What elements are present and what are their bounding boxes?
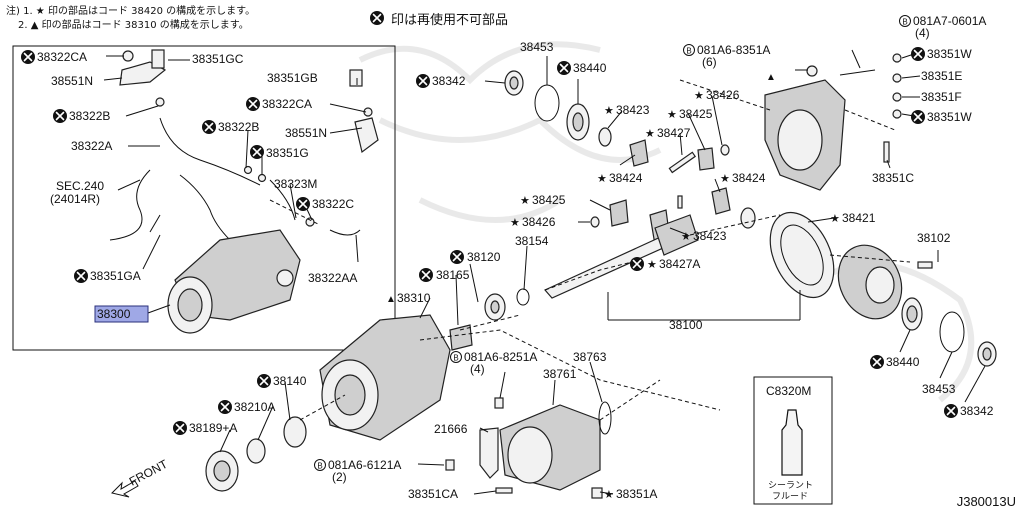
sealant-box: C8320M シーラント フルード	[753, 376, 833, 505]
star-38351A: ★	[604, 489, 614, 501]
label-38551N-b: 38551N	[285, 126, 327, 140]
star-38425-a: ★	[667, 109, 677, 121]
star-38424-b: ★	[720, 173, 730, 185]
label-38351F: 38351F	[921, 90, 962, 104]
note-line-1: 注) 1. ★ 印の部品はコード 38420 の構成を示します。	[6, 6, 256, 17]
label-38440-a: 38440	[573, 61, 607, 75]
label-38351C: 38351C	[872, 171, 914, 185]
sealant-jp-2: フルード	[772, 492, 808, 502]
label-38322C: 38322C	[312, 197, 354, 211]
label-38154: 38154	[515, 234, 549, 248]
label-38189A: 38189+A	[189, 421, 237, 435]
dashed-guides	[269, 79, 911, 421]
label-sec240: SEC.240	[56, 179, 104, 193]
label-38453-a: 38453	[520, 40, 554, 54]
legend-text: 印は再使用不可部品	[391, 13, 509, 28]
left-assembly	[109, 49, 379, 334]
triangle-38310: ▲	[386, 294, 396, 305]
label-081A6-8251A-qty: (4)	[470, 362, 485, 376]
label-38421: 38421	[842, 211, 876, 225]
label-38300: 38300	[97, 307, 131, 321]
triangle-cover-marker: ▲	[766, 72, 776, 83]
label-38322B-a: 38322B	[69, 109, 110, 123]
label-38351GB: 38351GB	[267, 71, 318, 85]
star-38423-b: ★	[681, 231, 691, 243]
rear-cover	[764, 53, 902, 191]
label-081A6-8351A-qty: (6)	[702, 55, 717, 69]
label-38425-b: 38425	[532, 193, 566, 207]
center-parts	[449, 70, 997, 367]
leader-lines	[103, 49, 986, 495]
label-38322CA-a: 38322CA	[37, 50, 87, 64]
front-label: FRONT	[127, 457, 171, 489]
note-line-2: 2. ▲ 印の部品はコード 38310 の構成を示します。	[18, 20, 249, 31]
label-38351G: 38351G	[266, 146, 309, 160]
label-38100: 38100	[669, 318, 703, 332]
star-38427: ★	[645, 128, 655, 140]
assembly-frame	[12, 45, 396, 351]
label-38102: 38102	[917, 231, 951, 245]
part-labels: 38322CA 38351GC 38551N 38322B 38351GB 38…	[37, 14, 994, 501]
label-38440-b: 38440	[886, 355, 920, 369]
label-38351GC: 38351GC	[192, 52, 244, 66]
star-38426-b: ★	[510, 217, 520, 229]
label-38165: 38165	[436, 268, 470, 282]
label-38423-b: 38423	[693, 229, 727, 243]
sealant-jp-1: シーラント	[768, 480, 813, 491]
label-38453-b: 38453	[922, 382, 956, 396]
diagram-code: J380013U	[956, 494, 1016, 509]
star-38423-a: ★	[604, 105, 614, 117]
label-38424-b: 38424	[732, 171, 766, 185]
label-38322AA: 38322AA	[308, 271, 357, 285]
label-38426-a: 38426	[706, 88, 740, 102]
label-38322A: 38322A	[71, 139, 112, 153]
star-38425-b: ★	[520, 195, 530, 207]
label-38763: 38763	[573, 350, 607, 364]
star-38421: ★	[830, 213, 840, 225]
label-38351W-b: 38351W	[927, 110, 972, 124]
label-38425-a: 38425	[679, 107, 713, 121]
highlight-38300	[94, 305, 149, 323]
bottom-parts	[205, 314, 612, 499]
label-38323M: 38323M	[274, 177, 317, 191]
label-081A7-0601A-qty: (4)	[915, 26, 930, 40]
star-38426-a: ★	[694, 90, 704, 102]
sealant-code: C8320M	[766, 384, 811, 398]
star-38424-a: ★	[597, 173, 607, 185]
label-081A6-8251A: 081A6-8251A	[464, 350, 537, 364]
label-38351A: 38351A	[616, 487, 657, 501]
label-38210A: 38210A	[234, 400, 275, 414]
label-38351CA: 38351CA	[408, 487, 458, 501]
label-38322B-b: 38322B	[218, 120, 259, 134]
label-38342-b: 38342	[960, 404, 994, 418]
label-38322CA-b: 38322CA	[262, 97, 312, 111]
label-38427: 38427	[657, 126, 691, 140]
label-081A6-8351A: 081A6-8351A	[697, 43, 770, 57]
label-38351W-a: 38351W	[927, 47, 972, 61]
label-38424-a: 38424	[609, 171, 643, 185]
label-081A7-0601A: 081A7-0601A	[913, 14, 986, 28]
label-081A6-6121A-qty: (2)	[332, 470, 347, 484]
label-081A6-6121A: 081A6-6121A	[328, 458, 401, 472]
label-38351E: 38351E	[921, 69, 962, 83]
label-38426-b: 38426	[522, 215, 556, 229]
label-38351GA: 38351GA	[90, 269, 141, 283]
sealant-tube-icon	[781, 409, 803, 476]
label-38120: 38120	[467, 250, 501, 264]
label-38423-a: 38423	[616, 103, 650, 117]
label-38342-a: 38342	[432, 74, 466, 88]
label-21666: 21666	[434, 422, 468, 436]
label-38427A: 38427A	[659, 257, 700, 271]
star-38427A: ★	[647, 259, 657, 271]
label-sec240-sub: (24014R)	[50, 192, 100, 206]
label-38140: 38140	[273, 374, 307, 388]
label-38551N-a: 38551N	[51, 74, 93, 88]
front-arrow: FRONT	[111, 457, 171, 498]
non-reusable-icon	[369, 10, 385, 26]
label-38761: 38761	[543, 367, 577, 381]
label-38310: 38310	[397, 291, 431, 305]
